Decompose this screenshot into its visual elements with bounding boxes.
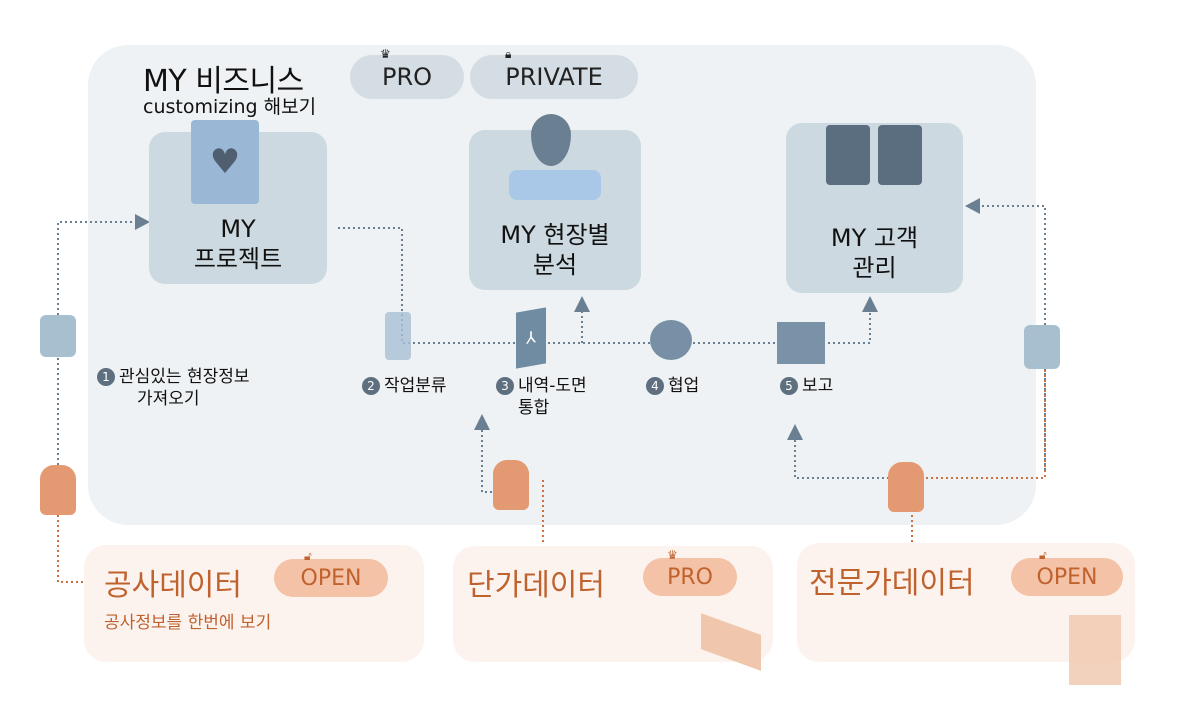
open-badge[interactable]: 🔓︎ OPEN [274, 549, 388, 597]
pro-badge[interactable]: ♛ PRO [643, 548, 737, 596]
step-label: 관심있는 현장정보 [119, 367, 250, 387]
crown-icon: ♛ [667, 548, 678, 562]
step-label: 협업 [668, 376, 700, 396]
step-4[interactable]: 4 협업 [646, 375, 699, 397]
expert-icon [1069, 615, 1121, 685]
card-label: MY [220, 215, 256, 243]
lock-icon [40, 315, 76, 357]
card-label: 분석 [532, 251, 578, 279]
heart-hand-icon [40, 465, 76, 515]
card-label: MY 현장별 [500, 221, 610, 249]
private-label: PRIVATE [505, 63, 603, 91]
step-label: 작업분류 [384, 376, 447, 396]
step-label: 가져오기 [137, 389, 200, 409]
pdf-icon: ⅄ [516, 307, 546, 369]
step-number: 5 [780, 377, 798, 395]
step-2[interactable]: 2 작업분류 [362, 375, 447, 397]
pro-badge[interactable]: ♛ PRO [350, 47, 464, 99]
step-number: 1 [97, 368, 115, 386]
source-title: 전문가데이터 [809, 566, 975, 601]
source-subtitle: 공사정보를 한번에 보기 [104, 613, 272, 633]
card-site-analysis[interactable]: MY 현장별 분석 [469, 114, 641, 290]
step-number: 3 [496, 377, 514, 395]
source-construction-data[interactable]: 공사데이터 🔓︎ OPEN 공사정보를 한번에 보기 [84, 545, 424, 662]
pro-label: PRO [381, 63, 433, 91]
lock-icon [1024, 325, 1060, 369]
map-pin-icon [531, 114, 571, 166]
private-badge[interactable]: 🔒︎ PRIVATE [470, 47, 638, 99]
users-icon [822, 125, 932, 193]
step-label: 통합 [518, 398, 550, 418]
card-label: MY 고객 [830, 224, 919, 252]
source-title: 공사데이터 [104, 568, 242, 603]
badge-label: OPEN [300, 565, 362, 591]
hierarchy-icon [385, 312, 411, 360]
crown-icon: ♛ [380, 47, 391, 61]
megaphone-icon [777, 322, 825, 364]
unlock-icon: 🔓︎ [1039, 548, 1047, 562]
card-my-project[interactable]: ♥ MY 프로젝트 [149, 120, 327, 284]
map-icon [509, 170, 601, 200]
step-label: 내역-도면 [518, 376, 587, 396]
card-label: 관리 [852, 254, 897, 282]
open-badge[interactable]: 🔓︎ OPEN [1011, 548, 1123, 596]
chat-icon [650, 320, 692, 360]
lock-icon: 🔒︎ [505, 47, 512, 61]
card-customer-management[interactable]: MY 고객 관리 [786, 123, 963, 293]
step-5[interactable]: 5 보고 [780, 375, 833, 397]
badge-label: PRO [667, 564, 713, 590]
source-expert-data[interactable]: 전문가데이터 🔓︎ OPEN [797, 543, 1135, 685]
card-label: 프로젝트 [193, 245, 283, 273]
page-subtitle: customizing 해보기 [143, 96, 317, 118]
heart-hand-icon [493, 460, 529, 510]
badge-label: OPEN [1036, 564, 1098, 590]
source-title: 단가데이터 [467, 568, 605, 603]
heart-hand-icon [888, 462, 924, 512]
unlock-icon: 🔓︎ [304, 549, 312, 563]
page-title: MY 비즈니스 [143, 64, 304, 99]
step-number: 4 [646, 377, 664, 395]
heart-folder-icon: ♥ [191, 120, 259, 204]
source-unit-price-data[interactable]: 단가데이터 ♛ PRO [453, 546, 773, 671]
step-label: 보고 [802, 376, 834, 396]
step-number: 2 [362, 377, 380, 395]
